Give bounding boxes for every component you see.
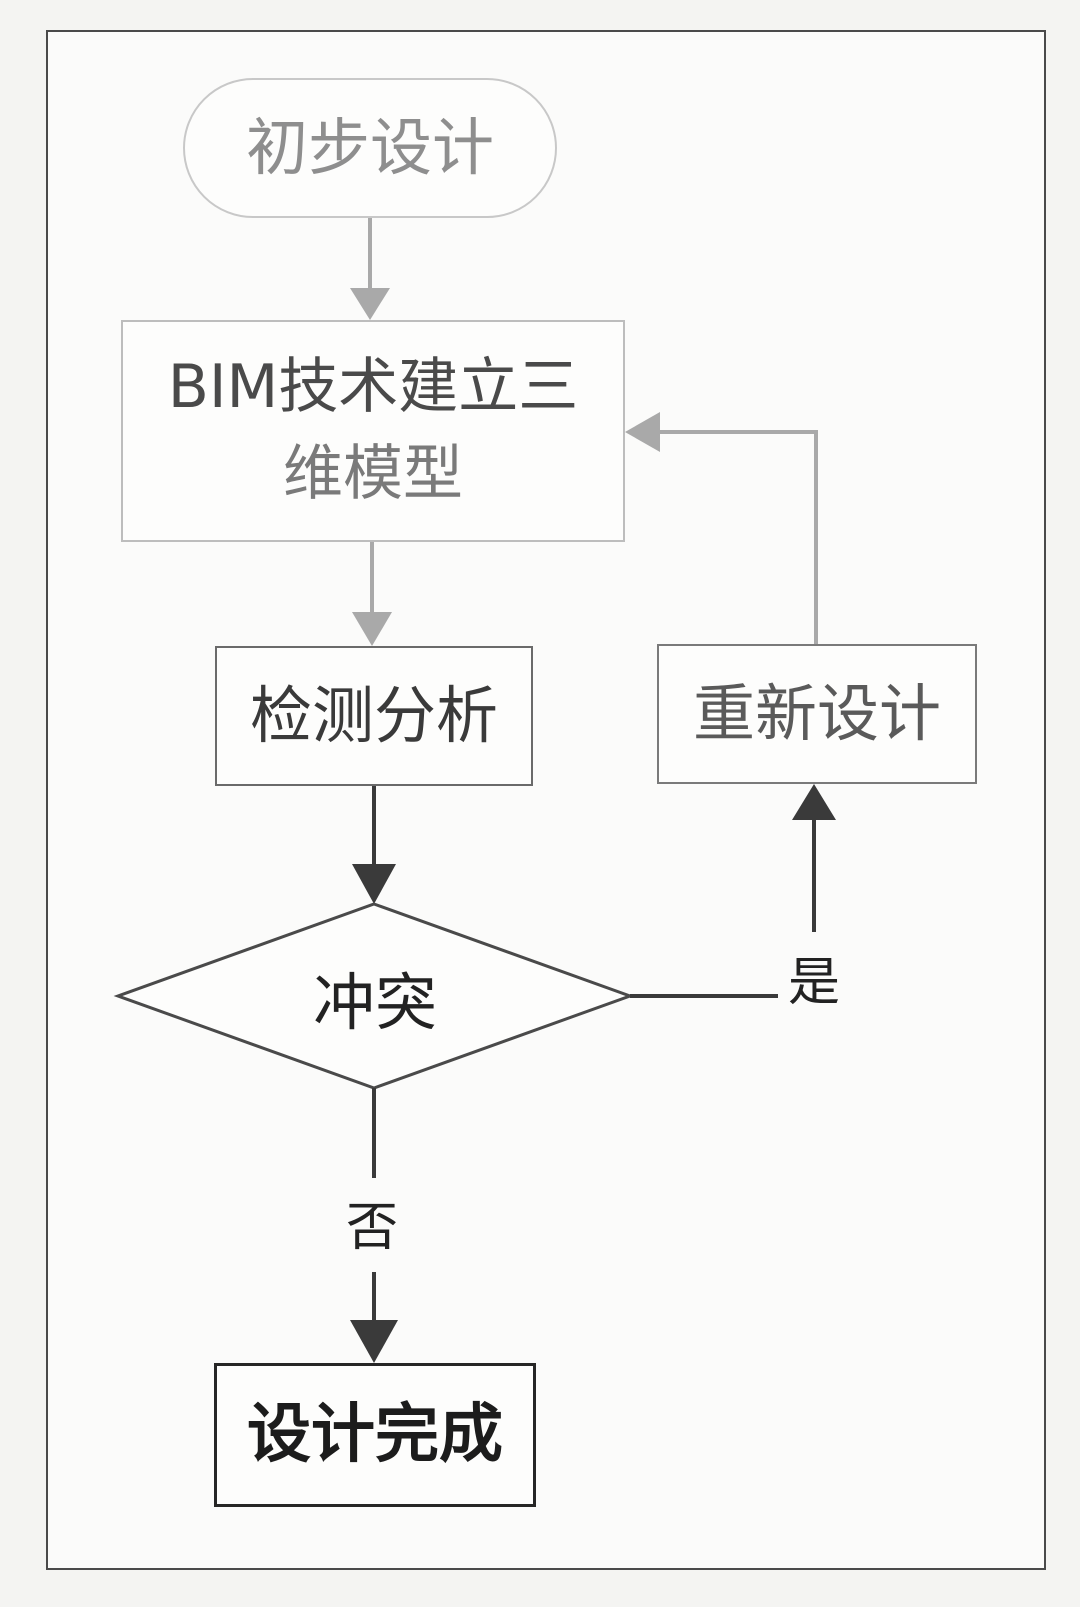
start-node-label: 初步设计 [245, 111, 494, 185]
decision-label: 冲突 [312, 966, 437, 1039]
detect-node-label: 检测分析 [249, 679, 498, 753]
arrow-redesign-to-model [658, 430, 818, 644]
no-branch-label: 否 [346, 1198, 399, 1258]
arrowhead-model-to-detect [352, 612, 392, 646]
model-node-label-line1: BIM技术建立三 [167, 352, 579, 422]
detect-node: 检测分析 [215, 646, 533, 786]
arrowhead-yes-to-redesign [792, 784, 836, 820]
model-node: BIM技术建立三 维模型 [121, 320, 625, 542]
model-node-text: BIM技术建立三 维模型 [168, 344, 579, 518]
model-node-label-line2: 维模型 [283, 439, 463, 509]
done-node: 设计完成 [214, 1363, 536, 1507]
diagram-frame [46, 30, 1046, 1570]
redesign-node-label: 重新设计 [692, 677, 941, 751]
done-node-label: 设计完成 [247, 1397, 503, 1472]
yes-branch-label: 是 [788, 953, 841, 1013]
redesign-node: 重新设计 [657, 644, 977, 784]
arrowhead-redesign-to-model [625, 412, 660, 452]
start-node: 初步设计 [183, 78, 557, 218]
arrowhead-no-to-done [350, 1320, 398, 1363]
arrowhead-start-to-model [350, 288, 390, 320]
arrowhead-detect-to-decision [352, 864, 396, 904]
